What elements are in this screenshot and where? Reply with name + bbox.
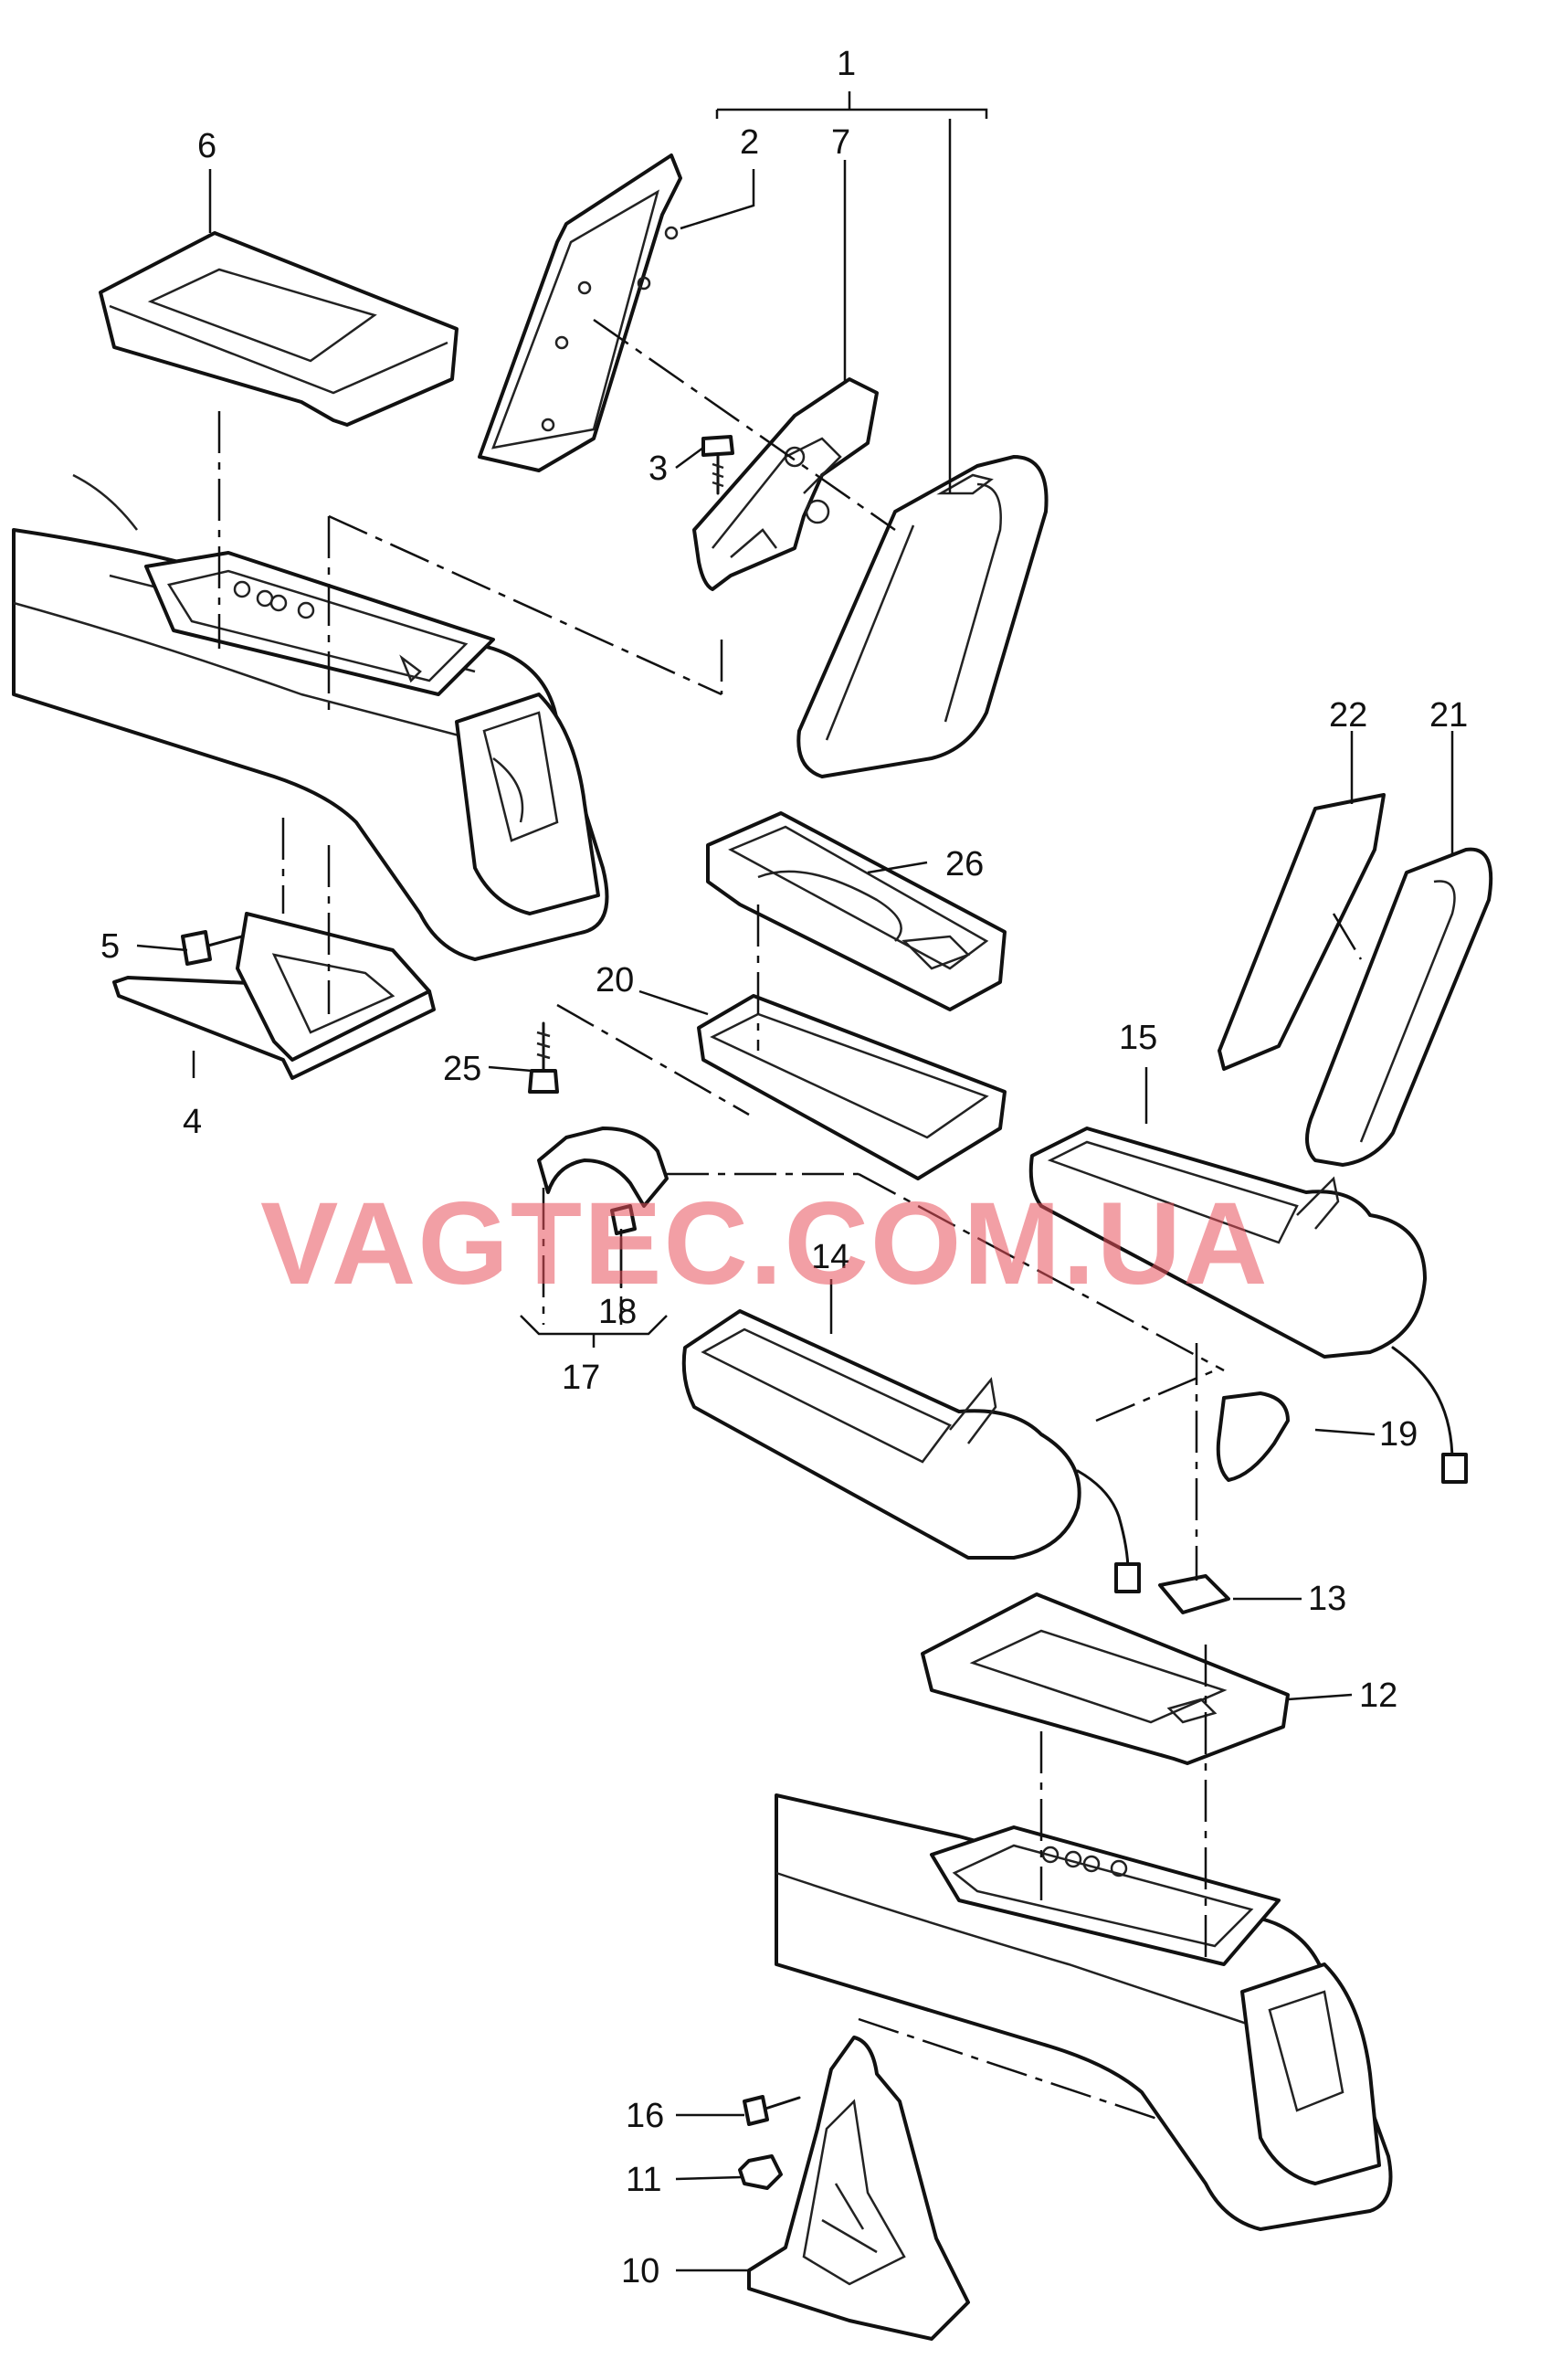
part-18-clip: [610, 1204, 637, 1235]
label-7: 7: [831, 123, 850, 162]
label-3: 3: [648, 450, 668, 488]
part-6-tray: [99, 231, 459, 427]
assembly-lines: [217, 318, 1363, 2121]
label-25: 25: [443, 1050, 481, 1088]
part-14-armrest-base: [681, 1309, 1141, 1593]
part-5-bolt: [181, 930, 244, 966]
part-19-trim: [1216, 1391, 1290, 1482]
leader-lines: [136, 91, 1454, 2272]
label-13: 13: [1308, 1580, 1346, 1618]
part-17-cover: [537, 1127, 669, 1208]
label-14: 14: [811, 1238, 849, 1276]
part-15-armrest-base: [1028, 1127, 1468, 1484]
label-1: 1: [837, 45, 856, 83]
label-20: 20: [596, 961, 634, 1000]
part-labels: 1 2 7 6 3 22 21 26 5 20 4 15 25 14 18 17…: [100, 45, 1468, 2290]
label-18: 18: [598, 1293, 637, 1331]
part-16-bolt: [743, 2095, 801, 2126]
part-7-hinge: [692, 377, 879, 591]
part-3-screw: [701, 435, 734, 495]
part-10-support: [747, 2036, 970, 2341]
part-11-nut: [738, 2154, 783, 2190]
label-10: 10: [621, 2252, 659, 2290]
part-2-panel: [478, 153, 682, 472]
center-console-lower: [775, 1793, 1393, 2231]
part-4-bracket: [112, 912, 436, 1080]
part-22-pad: [1218, 793, 1386, 1071]
watermark: VAGTEC.COM.UA: [260, 1179, 1270, 1309]
label-22: 22: [1329, 696, 1367, 735]
label-17: 17: [562, 1359, 600, 1397]
label-5: 5: [100, 927, 120, 966]
label-12: 12: [1359, 1677, 1397, 1715]
part-26-cupholder: [706, 811, 1007, 1011]
part-25-screw: [528, 1021, 559, 1094]
center-console-upper: [12, 473, 609, 961]
label-4: 4: [183, 1103, 202, 1141]
label-2: 2: [740, 123, 759, 162]
label-19: 19: [1379, 1415, 1418, 1454]
part-12-tray: [921, 1592, 1290, 1765]
label-21: 21: [1429, 696, 1468, 735]
part-1-armrest-lid: [796, 455, 1049, 778]
label-15: 15: [1119, 1019, 1157, 1057]
label-6: 6: [197, 127, 216, 165]
label-16: 16: [626, 2097, 664, 2135]
part-21-cover: [1305, 847, 1493, 1167]
label-26: 26: [945, 845, 984, 883]
part-13-insert: [1158, 1574, 1230, 1614]
label-11: 11: [626, 2161, 661, 2199]
part-20-tray: [697, 994, 1007, 1180]
